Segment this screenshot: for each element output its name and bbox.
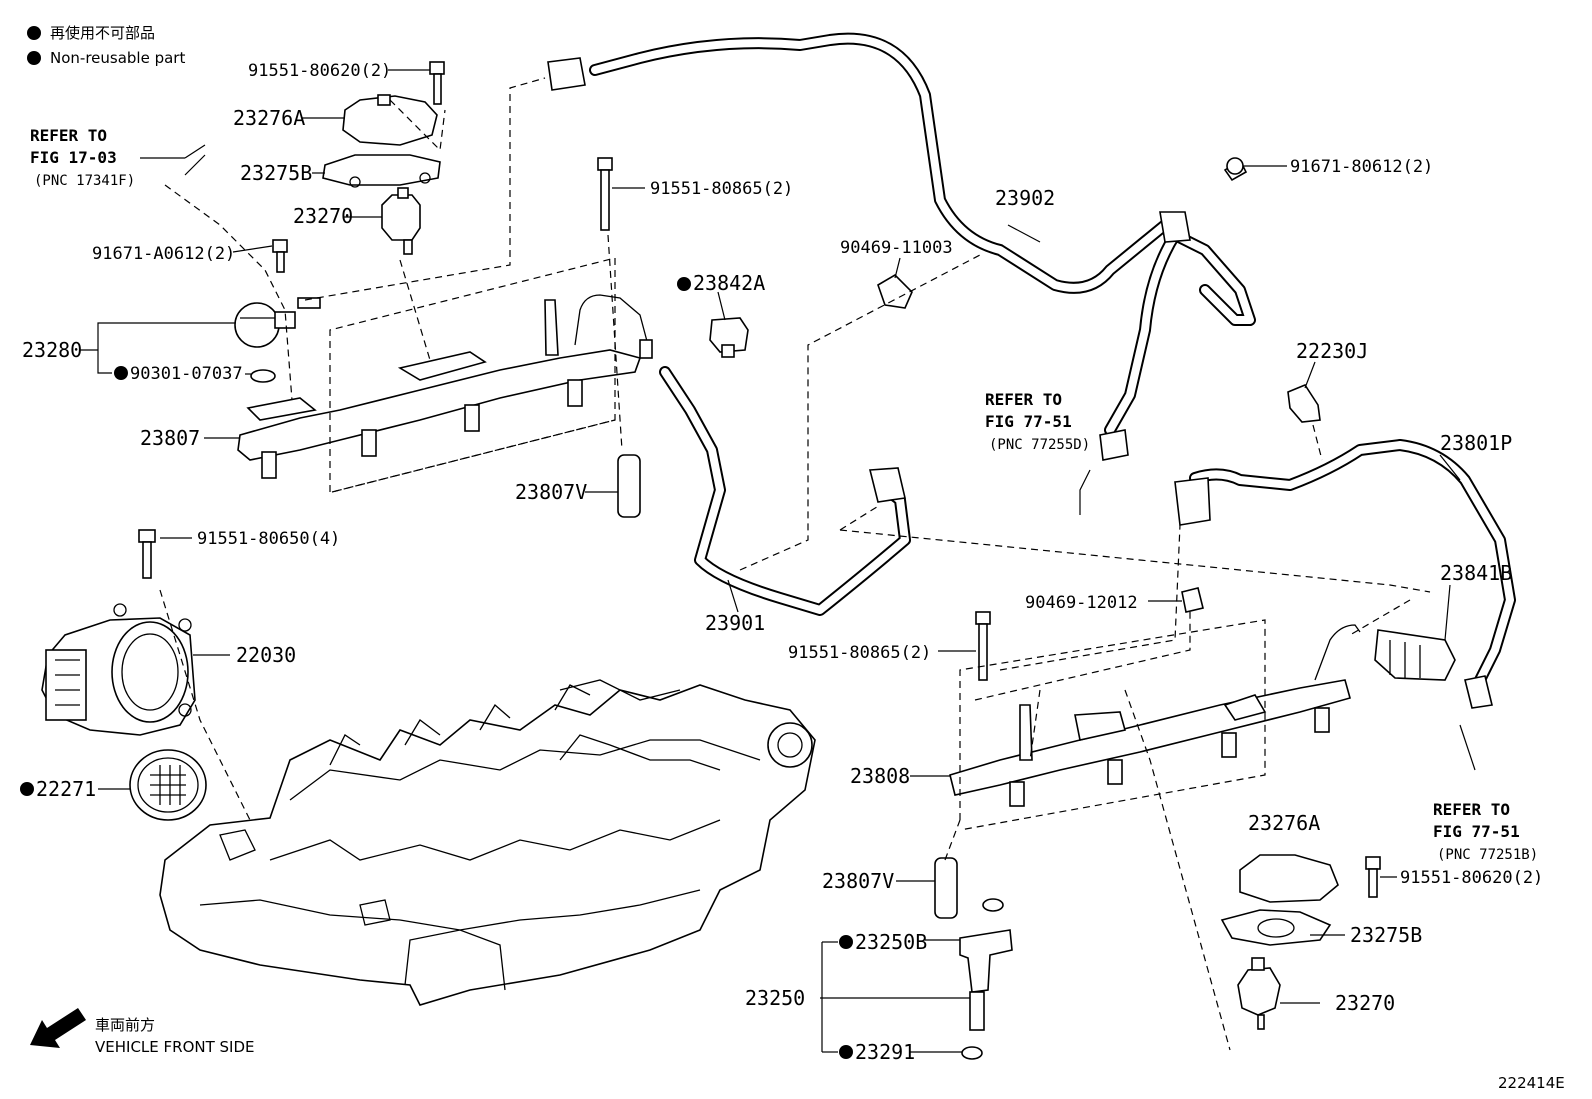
throttle-gasket bbox=[129, 749, 207, 821]
svg-text:REFER TO: REFER TO bbox=[985, 390, 1062, 409]
non-reusable-bullet-icon bbox=[839, 1045, 853, 1059]
bolt-91671-A0612 bbox=[272, 239, 288, 273]
part-label[interactable]: 91551-80865(2) bbox=[788, 643, 931, 663]
part-label[interactable]: 23807V bbox=[822, 869, 894, 893]
part-label[interactable]: 23808 bbox=[850, 764, 910, 788]
svg-text:FIG 77-51: FIG 77-51 bbox=[1433, 822, 1520, 841]
part-labels: 91551-80620(2) 23276A 23275B 23270 91671… bbox=[20, 61, 1543, 1064]
part-label[interactable]: 23291 bbox=[855, 1040, 915, 1064]
part-label[interactable]: 23807 bbox=[140, 426, 200, 450]
clip-90469-12012 bbox=[1181, 587, 1204, 613]
leader-lines bbox=[80, 69, 1476, 1053]
fuel-injector bbox=[959, 898, 1013, 1060]
part-label[interactable]: 22030 bbox=[236, 643, 296, 667]
svg-text:FIG 17-03: FIG 17-03 bbox=[30, 148, 117, 167]
front-label-jp: 車両前方 bbox=[95, 1016, 155, 1034]
bolt-91551-80620-upper bbox=[429, 61, 445, 105]
non-reusable-bullet-icon bbox=[27, 26, 41, 40]
legend-jp: 再使用不可部品 bbox=[50, 24, 155, 42]
part-label[interactable]: 90301-07037 bbox=[130, 364, 243, 384]
part-label[interactable]: 23841B bbox=[1440, 561, 1512, 585]
non-reusable-bullet-icon bbox=[677, 277, 691, 291]
part-label[interactable]: 23270 bbox=[1335, 991, 1395, 1015]
fuel-hose-23901 bbox=[659, 366, 911, 616]
svg-text:(PNC 17341F): (PNC 17341F) bbox=[34, 173, 135, 189]
part-label[interactable]: 90469-12012 bbox=[1025, 593, 1138, 613]
clip-90469-11003 bbox=[877, 273, 913, 309]
vsv-23842A bbox=[709, 317, 749, 358]
part-label[interactable]: 23276A bbox=[233, 106, 305, 130]
svg-text:REFER TO: REFER TO bbox=[1433, 800, 1510, 819]
fuel-delivery-pipe-right bbox=[949, 624, 1361, 807]
part-label[interactable]: 23250 bbox=[745, 986, 805, 1010]
fuel-hose-23902 bbox=[547, 32, 1256, 461]
part-label[interactable]: 22271 bbox=[36, 777, 96, 801]
part-label[interactable]: 23280 bbox=[22, 338, 82, 362]
fuel-pressure-regulator bbox=[234, 297, 321, 383]
part-label[interactable]: 22230J bbox=[1296, 339, 1368, 363]
vsv-23841B bbox=[1374, 629, 1456, 681]
bolt-91551-80620-lower bbox=[1365, 856, 1381, 898]
bolt-91551-80865-lower bbox=[975, 611, 991, 681]
part-label[interactable]: 91551-80620(2) bbox=[1400, 868, 1543, 888]
part-label[interactable]: 91551-80650(4) bbox=[197, 529, 340, 549]
part-label[interactable]: 91551-80620(2) bbox=[248, 61, 391, 81]
intake-manifold bbox=[159, 679, 816, 1006]
reference-note-fig77-b[interactable]: REFER TO FIG 77-51 (PNC 77251B) bbox=[1433, 800, 1538, 863]
pressure-sensor-22230J bbox=[1287, 384, 1321, 423]
bolt-91551-80865-upper bbox=[597, 157, 613, 231]
part-label[interactable]: 23276A bbox=[1248, 811, 1320, 835]
part-label[interactable]: 23807V bbox=[515, 480, 587, 504]
non-reusable-bullet-icon bbox=[20, 782, 34, 796]
svg-text:REFER TO: REFER TO bbox=[30, 126, 107, 145]
bolt-91671-80612 bbox=[1226, 157, 1244, 175]
part-label[interactable]: 91671-80612(2) bbox=[1290, 157, 1433, 177]
front-arrow-icon bbox=[30, 1008, 86, 1048]
part-label[interactable]: 23902 bbox=[995, 186, 1055, 210]
part-label[interactable]: 23275B bbox=[1350, 923, 1422, 947]
part-label[interactable]: 91551-80865(2) bbox=[650, 179, 793, 199]
part-label[interactable]: 91671-A0612(2) bbox=[92, 244, 235, 264]
part-label[interactable]: 23270 bbox=[293, 204, 353, 228]
non-reusable-bullet-icon bbox=[839, 935, 853, 949]
part-label[interactable]: 90469-11003 bbox=[840, 238, 953, 258]
pulsation-damper-right bbox=[1220, 854, 1339, 1030]
svg-text:(PNC 77255D): (PNC 77255D) bbox=[989, 437, 1090, 453]
legend: 再使用不可部品 Non-reusable part bbox=[27, 24, 185, 67]
non-reusable-bullet-icon bbox=[114, 366, 128, 380]
fuel-delivery-pipe-left bbox=[237, 294, 653, 479]
injector-insulator-right bbox=[934, 857, 958, 919]
throttle-body bbox=[41, 603, 196, 736]
part-label[interactable]: 23842A bbox=[693, 271, 765, 295]
part-label[interactable]: 23901 bbox=[705, 611, 765, 635]
vehicle-front-indicator: 車両前方 VEHICLE FRONT SIDE bbox=[30, 1008, 255, 1056]
svg-text:FIG 77-51: FIG 77-51 bbox=[985, 412, 1072, 431]
assembly-dashed-lines bbox=[159, 77, 1431, 1051]
part-label[interactable]: 23275B bbox=[240, 161, 312, 185]
pulsation-damper-left bbox=[322, 94, 441, 255]
part-label[interactable]: 23250B bbox=[855, 930, 927, 954]
bolt-91551-80650 bbox=[138, 529, 156, 579]
non-reusable-bullet-icon bbox=[27, 51, 41, 65]
svg-text:(PNC 77251B): (PNC 77251B) bbox=[1437, 847, 1538, 863]
injector-insulator-left bbox=[617, 454, 641, 518]
figure-code: 222414E bbox=[1498, 1074, 1565, 1092]
fuel-hose-23801P bbox=[1174, 439, 1516, 709]
part-label[interactable]: 23801P bbox=[1440, 431, 1512, 455]
reference-note-fig17[interactable]: REFER TO FIG 17-03 (PNC 17341F) bbox=[30, 126, 135, 189]
reference-note-fig77-d[interactable]: REFER TO FIG 77-51 (PNC 77255D) bbox=[985, 390, 1090, 453]
front-label-en: VEHICLE FRONT SIDE bbox=[95, 1038, 255, 1056]
legend-en: Non-reusable part bbox=[50, 49, 185, 67]
